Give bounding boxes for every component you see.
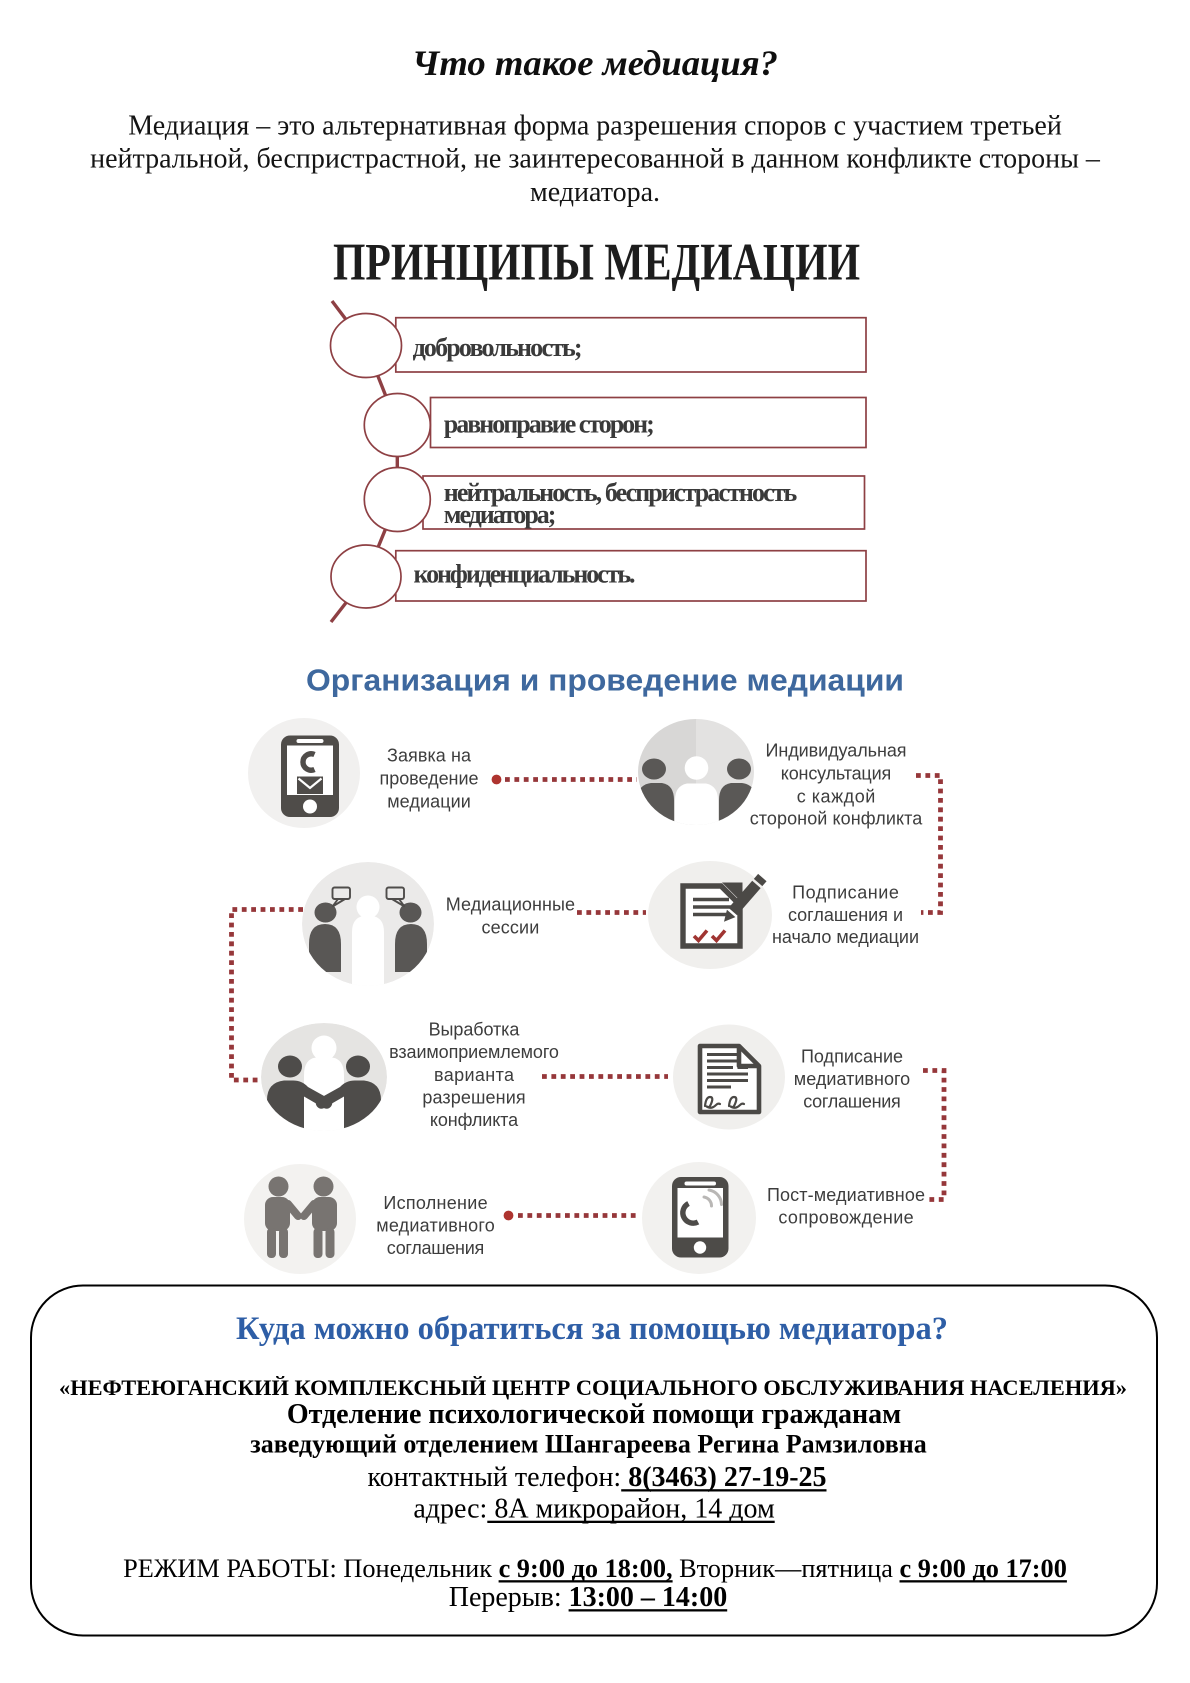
svg-text:РЕЖИМ РАБОТЫ: Понедельник с 9:: РЕЖИМ РАБОТЫ: Понедельник с 9:00 до 18:0… (123, 1554, 1067, 1583)
svg-text:«НЕФТЕЮГАНСКИЙ КОМПЛЕКСНЫЙ ЦЕН: «НЕФТЕЮГАНСКИЙ КОМПЛЕКСНЫЙ ЦЕНТР СОЦИАЛЬ… (59, 1375, 1127, 1400)
svg-text:проведение: проведение (380, 769, 479, 789)
svg-text:сессии: сессии (482, 918, 540, 938)
svg-text:сопровождение: сопровождение (778, 1207, 913, 1227)
svg-text:взаимоприемлемого: взаимоприемлемого (389, 1042, 559, 1062)
svg-text:начало медиации: начало медиации (772, 927, 919, 947)
svg-text:Куда можно обратиться за помощ: Куда можно обратиться за помощью медиато… (236, 1311, 948, 1347)
svg-text:Подписание: Подписание (792, 883, 899, 903)
svg-text:медиатора.: медиатора. (530, 177, 660, 208)
svg-text:добровольность;: добровольность; (413, 333, 583, 362)
svg-text:стороной конфликта: стороной конфликта (750, 809, 924, 829)
svg-text:Подписание: Подписание (801, 1047, 903, 1067)
svg-text:Медиационные: Медиационные (446, 895, 575, 915)
svg-text:Выработка: Выработка (429, 1019, 521, 1039)
svg-text:контактный телефон: 8(3463) 27: контактный телефон: 8(3463) 27-19-25 (367, 1462, 826, 1493)
svg-text:соглашения: соглашения (387, 1238, 484, 1258)
svg-text:Что такое медиация?: Что такое медиация? (412, 43, 778, 83)
svg-text:варианта: варианта (434, 1065, 515, 1085)
svg-text:медиатора;: медиатора; (444, 500, 557, 529)
svg-text:соглашения и: соглашения и (788, 905, 903, 925)
svg-text:медиативного: медиативного (794, 1069, 910, 1089)
svg-text:ПРИНЦИПЫ МЕДИАЦИИ: ПРИНЦИПЫ МЕДИАЦИИ (333, 234, 860, 292)
svg-text:Отделение психологической помо: Отделение психологической помощи граждан… (287, 1399, 901, 1430)
svg-text:конфиденциальность.: конфиденциальность. (414, 560, 636, 589)
svg-text:нейтральность, беспристрастнос: нейтральность, беспристрастность (444, 478, 798, 507)
svg-text:Перерыв: 13:00 – 14:00: Перерыв: 13:00 – 14:00 (449, 1582, 728, 1613)
svg-text:адрес: 8А микрорайон, 14 дом: адрес: 8А микрорайон, 14 дом (413, 1494, 775, 1525)
svg-text:Медиация – это альтернативная: Медиация – это альтернативная форма разр… (128, 110, 1062, 141)
svg-text:конфликта: конфликта (430, 1110, 519, 1130)
svg-text:медиативного: медиативного (376, 1216, 495, 1236)
svg-text:равноправие сторон;: равноправие сторон; (444, 410, 655, 439)
svg-text:Исполнение: Исполнение (383, 1193, 487, 1213)
svg-text:нейтральной, беспристрастной,: нейтральной, беспристрастной, не заинтер… (90, 144, 1101, 175)
svg-text:Организация и проведение медиа: Организация и проведение медиации (306, 663, 904, 698)
svg-text:Пост-медиативное: Пост-медиативное (767, 1185, 925, 1205)
svg-text:с каждой: с каждой (797, 787, 876, 807)
svg-text:Индивидуальная: Индивидуальная (766, 741, 907, 761)
svg-text:заведующий отделением Шангарее: заведующий отделением Шангареева Регина … (250, 1430, 926, 1459)
svg-text:разрешения: разрешения (422, 1088, 525, 1108)
svg-text:Заявка на: Заявка на (387, 746, 472, 766)
svg-text:медиации: медиации (387, 792, 471, 812)
svg-text:соглашения: соглашения (803, 1091, 901, 1111)
svg-text:консультация: консультация (781, 764, 891, 784)
